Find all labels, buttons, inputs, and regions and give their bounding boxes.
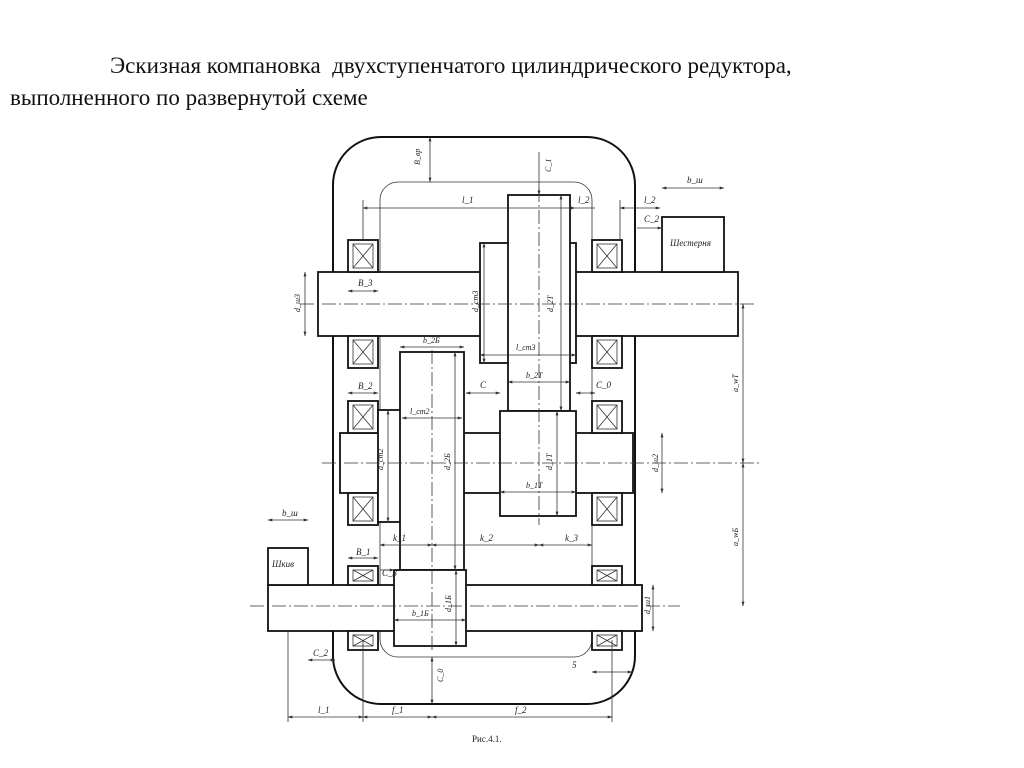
bearing-cross bbox=[596, 404, 618, 430]
label-B-vp: B_вр bbox=[413, 149, 422, 165]
bearing-cross bbox=[352, 496, 374, 522]
label-d-1B: d_1Б bbox=[444, 595, 453, 612]
label-C3: C_3 bbox=[382, 568, 398, 578]
label-C-mid: C bbox=[480, 380, 487, 390]
label-a-wB: a_wБ bbox=[731, 528, 740, 546]
pinion-1B bbox=[393, 569, 467, 647]
bearing-cross bbox=[596, 243, 618, 269]
label-d-1T: d_1T bbox=[545, 453, 554, 470]
bearing-inner bbox=[596, 243, 618, 269]
bearing-cross bbox=[352, 339, 374, 365]
label-d-sh2: d_ш2 bbox=[651, 454, 660, 472]
label-C2-bottom: C_2 bbox=[313, 648, 329, 658]
bearing-cross bbox=[352, 404, 374, 430]
label-C2-top: C_2 bbox=[644, 214, 660, 224]
label-f1: f_1 bbox=[392, 705, 404, 715]
label-l2: l_2 bbox=[578, 195, 590, 205]
page-title: Эскизная компановка двухступенчатого цил… bbox=[10, 50, 1010, 114]
label-C0-mid: C_0 bbox=[596, 380, 612, 390]
label-l1-bottom: l_1 bbox=[318, 705, 330, 715]
label-d-st2: d_ст2 bbox=[376, 449, 385, 470]
bearing-cross bbox=[596, 339, 618, 365]
gear-label: Шестерня bbox=[669, 238, 711, 248]
label-l-st2: l_ст2 bbox=[410, 407, 430, 416]
label-l1: l_1 bbox=[462, 195, 474, 205]
label-f2: f_2 bbox=[515, 705, 527, 715]
label-C1-top: C_1 bbox=[544, 159, 553, 172]
title-line-1: Эскизная компановка двухступенчатого цил… bbox=[110, 53, 792, 78]
label-k3: k_3 bbox=[565, 533, 578, 543]
label-a-wT: a_wT bbox=[731, 374, 740, 392]
label-d-sh3: d_ш3 bbox=[293, 294, 302, 312]
bearing-inner bbox=[352, 243, 374, 269]
bearing-inner bbox=[352, 339, 374, 365]
label-k1: k_1 bbox=[393, 533, 406, 543]
label-l2-right: l_2 bbox=[644, 195, 656, 205]
dimension-lines bbox=[267, 136, 745, 722]
bearing-cross bbox=[596, 634, 618, 647]
housing-outer-wall bbox=[332, 136, 636, 705]
gears bbox=[377, 194, 577, 647]
bearing-inner bbox=[596, 496, 618, 522]
bearing-cross bbox=[352, 569, 374, 582]
centerlines bbox=[250, 188, 760, 652]
label-d-2T: d_2T bbox=[546, 295, 555, 312]
bearing-cross bbox=[596, 569, 618, 582]
label-d-2B: d_2Б bbox=[443, 453, 452, 470]
label-five: 5 bbox=[572, 660, 577, 670]
pulley-hub bbox=[267, 547, 309, 586]
bearing-inner bbox=[352, 404, 374, 430]
label-B3: B_3 bbox=[358, 278, 373, 288]
bearing-cross bbox=[352, 243, 374, 269]
label-k2: k_2 bbox=[480, 533, 493, 543]
pinion-1T bbox=[499, 410, 577, 517]
output-gear-hub bbox=[661, 216, 725, 273]
label-d-st3: d_ст3 bbox=[471, 291, 480, 312]
label-b-1T: b_1T bbox=[526, 481, 543, 490]
bearing-inner bbox=[596, 404, 618, 430]
bearing-cross bbox=[596, 496, 618, 522]
figure-caption: Рис.4.1. bbox=[472, 734, 502, 744]
bearing-inner bbox=[352, 496, 374, 522]
label-d-sh1: d_ш1 bbox=[643, 596, 652, 614]
label-b-sh-top: b_ш bbox=[687, 175, 703, 185]
bearing-inner bbox=[596, 634, 618, 647]
pulley-label: Шкив bbox=[271, 559, 294, 569]
label-B1: B_1 bbox=[356, 547, 371, 557]
bearings bbox=[347, 239, 623, 651]
label-b-2T: b_2T bbox=[526, 371, 543, 380]
label-b-2B: b_2Б bbox=[423, 336, 440, 345]
bearing-inner bbox=[596, 569, 618, 582]
label-C0-bottom: C_0 bbox=[436, 669, 445, 682]
label-b-1B: b_1Б bbox=[412, 609, 429, 618]
bearing-inner bbox=[596, 339, 618, 365]
label-b-sh-left: b_ш bbox=[282, 508, 298, 518]
label-l-st3: l_ст3 bbox=[516, 343, 536, 352]
dimension-labels: B_вр C_1 l_1 l_2 l_2 C_2 b_ш Шестерня B_… bbox=[271, 149, 740, 744]
title-line-2: выполненного по развернутой схеме bbox=[10, 85, 368, 110]
label-B2: B_2 bbox=[358, 381, 373, 391]
bearing-inner bbox=[352, 569, 374, 582]
